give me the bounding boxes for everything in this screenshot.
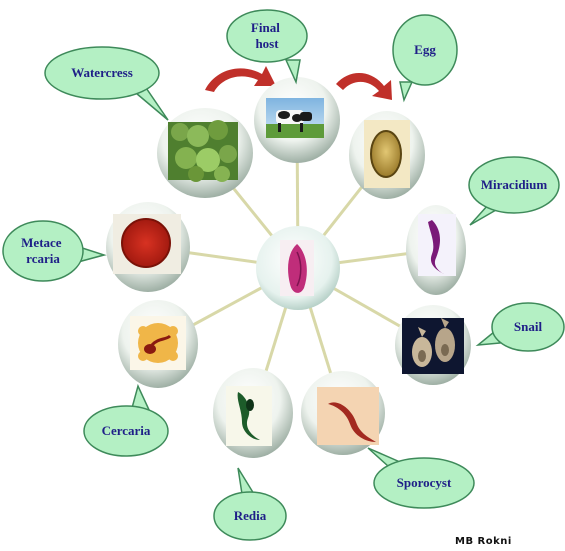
center-adult-fluke	[256, 226, 340, 310]
callout-miracidium	[468, 156, 560, 226]
label-metacercaria: Metace rcaria	[21, 235, 65, 266]
label-egg: Egg	[414, 42, 436, 57]
stage-node-snail	[395, 305, 471, 385]
miracidium-image-icon	[418, 214, 456, 276]
cow-image-icon	[266, 98, 324, 138]
callout-metacercaria	[2, 220, 107, 282]
stage-node-metacercaria	[106, 202, 190, 292]
snail-image-icon	[402, 318, 464, 374]
cycle-arrows	[205, 66, 392, 100]
stage-node-egg	[349, 111, 425, 199]
stage-node-sporocyst	[301, 371, 385, 455]
callout-watercress	[44, 46, 169, 121]
label-redia: Redia	[234, 508, 267, 523]
stage-node-watercress	[157, 108, 253, 198]
label-sporocyst: Sporocyst	[397, 475, 452, 490]
label-final-host: Final host	[251, 20, 283, 51]
stage-node-miracidium	[406, 205, 466, 295]
watercress-image-icon	[168, 120, 238, 182]
cercaria-image-icon	[130, 316, 186, 370]
label-cercaria: Cercaria	[102, 423, 151, 438]
author-credit: MB Rokni	[455, 536, 512, 547]
stage-node-cercaria	[118, 300, 198, 388]
arrow-watercress-to-host-icon	[205, 66, 276, 92]
callout-cercaria	[83, 383, 169, 457]
callout-egg	[392, 14, 458, 103]
metacercaria-image-icon	[113, 214, 181, 274]
adult-fluke-image-icon	[280, 240, 314, 296]
callout-snail	[475, 302, 565, 352]
stage-node-redia	[213, 368, 293, 458]
callout-sporocyst	[367, 447, 475, 509]
label-miracidium: Miracidium	[481, 177, 548, 192]
sporocyst-image-icon	[317, 387, 379, 445]
label-snail: Snail	[514, 319, 543, 334]
callout-final-host	[226, 9, 308, 85]
egg-image-icon	[364, 120, 410, 188]
label-watercress: Watercress	[71, 65, 133, 80]
callout-redia	[213, 467, 287, 541]
stage-node-final-host	[254, 77, 340, 163]
redia-image-icon	[226, 386, 272, 446]
arrow-host-to-egg-icon	[336, 72, 392, 100]
